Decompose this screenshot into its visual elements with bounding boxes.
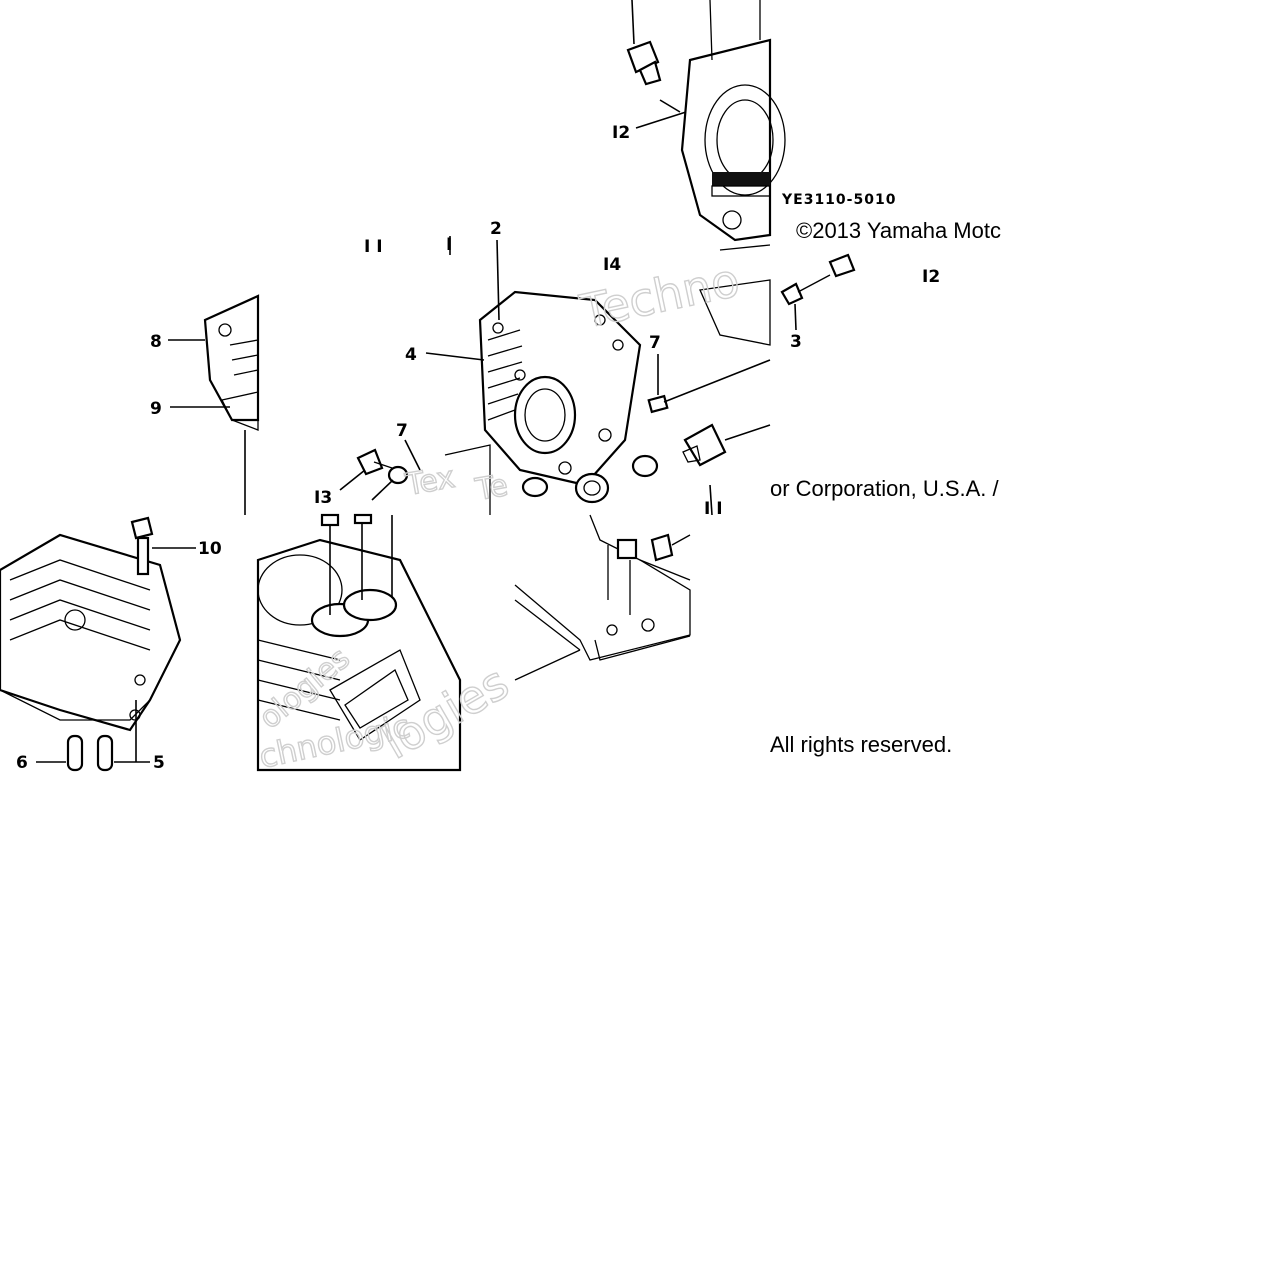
crankcase-cover-tile — [626, 0, 786, 242]
callout-6: 6 — [16, 753, 28, 773]
callout-12: I2 — [612, 123, 630, 143]
callout-12: I2 — [922, 267, 940, 287]
callout-2: 2 — [490, 219, 502, 239]
callout-5: 5 — [153, 753, 165, 773]
diagram-code: YE3110-5010 — [781, 192, 896, 208]
copyright-line-1: ©2013 Yamaha Motc — [796, 218, 1001, 243]
watermark-text: Tex — [402, 460, 457, 503]
watermark-text: Te — [472, 468, 510, 508]
callout-8: 8 — [150, 332, 162, 352]
copyright-line-3: All rights reserved. — [770, 732, 952, 757]
crankcase-tile — [514, 514, 691, 681]
watermark-text: Techno — [575, 253, 744, 339]
cylinder-block-tile — [256, 513, 462, 772]
callout-14: I4 — [603, 255, 621, 275]
callout-7: 7 — [649, 333, 661, 353]
callout-7: 7 — [396, 421, 408, 441]
head-cover-tile — [0, 516, 196, 772]
callout-13: I3 — [314, 488, 332, 508]
callout-11: I I — [704, 499, 723, 519]
callout-3: 3 — [790, 332, 802, 352]
callout-10: 10 — [198, 539, 222, 559]
callout-4: 4 — [405, 345, 417, 365]
callout-1: I — [446, 235, 452, 255]
rocker-arm-tile — [168, 294, 260, 515]
callout-11: I I — [364, 237, 383, 257]
cylinder-head-tile — [339, 236, 856, 516]
callout-9: 9 — [150, 399, 162, 419]
copyright-line-2: or Corporation, U.S.A. / — [770, 476, 1000, 501]
